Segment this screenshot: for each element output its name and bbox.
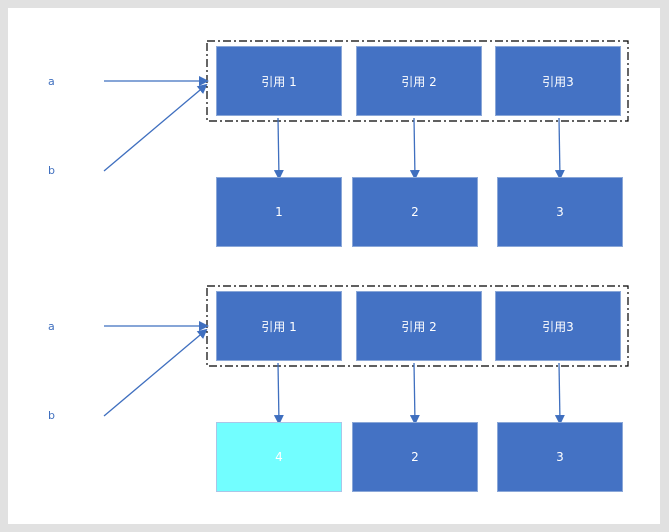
var-label-a: a [48, 320, 55, 333]
ref-box-3: 引用3 [495, 46, 621, 116]
var-label-b: b [48, 164, 55, 177]
ref-box-1: 引用 1 [216, 291, 342, 361]
value-box-3: 3 [497, 422, 623, 492]
ref-box-2: 引用 2 [356, 291, 482, 361]
arrow-ref2-to-value [409, 362, 420, 425]
arrow-ref1-to-value [273, 362, 284, 425]
var-label-b: b [48, 409, 55, 422]
value-box-label: 4 [275, 450, 283, 464]
value-box-label: 2 [411, 205, 419, 219]
arrow-b-to-ref1 [103, 83, 208, 172]
ref-box-label: 引用3 [542, 319, 574, 334]
value-box-label: 3 [556, 450, 564, 464]
value-box-1-highlighted: 4 [216, 422, 342, 492]
diagram-canvas: a b 引用 1 引用 2 引用3 1 2 3 a b 引用 1 引用 2 引用… [8, 8, 660, 524]
value-box-1: 1 [216, 177, 342, 247]
ref-box-1: 引用 1 [216, 46, 342, 116]
value-box-2: 2 [352, 177, 478, 247]
arrow-ref2-to-value [409, 117, 420, 180]
ref-box-label: 引用 1 [261, 74, 297, 89]
value-box-3: 3 [497, 177, 623, 247]
ref-box-2: 引用 2 [356, 46, 482, 116]
ref-box-3: 引用3 [495, 291, 621, 361]
value-box-label: 3 [556, 205, 564, 219]
ref-box-label: 引用 2 [401, 319, 437, 334]
ref-box-label: 引用 2 [401, 74, 437, 89]
arrow-ref3-to-value [554, 362, 565, 425]
value-box-label: 2 [411, 450, 419, 464]
ref-box-label: 引用3 [542, 74, 574, 89]
ref-box-label: 引用 1 [261, 319, 297, 334]
arrow-ref1-to-value [273, 117, 284, 180]
connector-layer [103, 40, 629, 425]
var-label-a: a [48, 75, 55, 88]
arrow-ref3-to-value [554, 117, 565, 180]
value-box-2: 2 [352, 422, 478, 492]
arrow-b-to-ref1 [103, 328, 208, 417]
value-box-label: 1 [275, 205, 283, 219]
